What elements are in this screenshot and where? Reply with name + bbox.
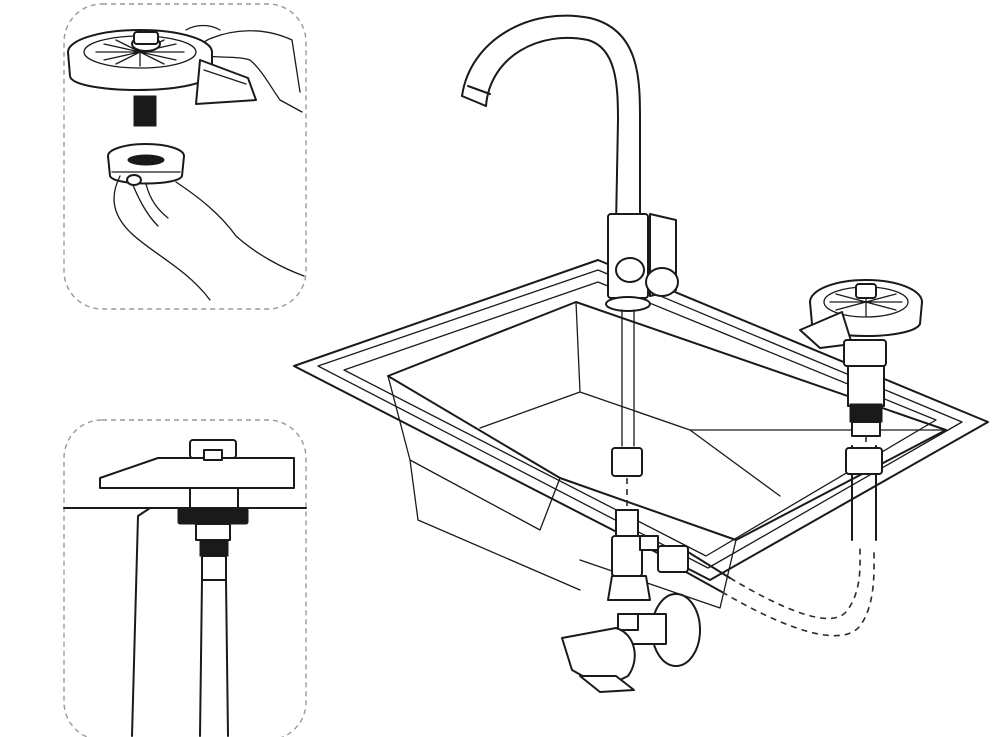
rinser-side-view: [99, 457, 295, 489]
upper-hand-outline: [211, 30, 301, 93]
angle-valve-icon: [561, 509, 701, 693]
faucet-icon: [461, 14, 679, 312]
detail-panel-under-counter: [63, 419, 307, 737]
glass-rinser-icon: [799, 279, 923, 475]
detail-panel-rinser-mounting: [63, 3, 307, 310]
panel-border-bottom: [63, 419, 307, 737]
sink-icon: [293, 259, 989, 609]
faucet-supply-line: [621, 309, 635, 447]
compression-nut: [611, 447, 643, 477]
panel-border-top: [63, 3, 307, 310]
hand-icon: [113, 174, 305, 301]
ring-nut-icon: [107, 143, 185, 185]
counter-edge: [131, 507, 151, 737]
hose-icon: [657, 445, 877, 637]
supply-hose-detail: [199, 579, 229, 737]
glass-rinser-icon: [67, 29, 257, 127]
